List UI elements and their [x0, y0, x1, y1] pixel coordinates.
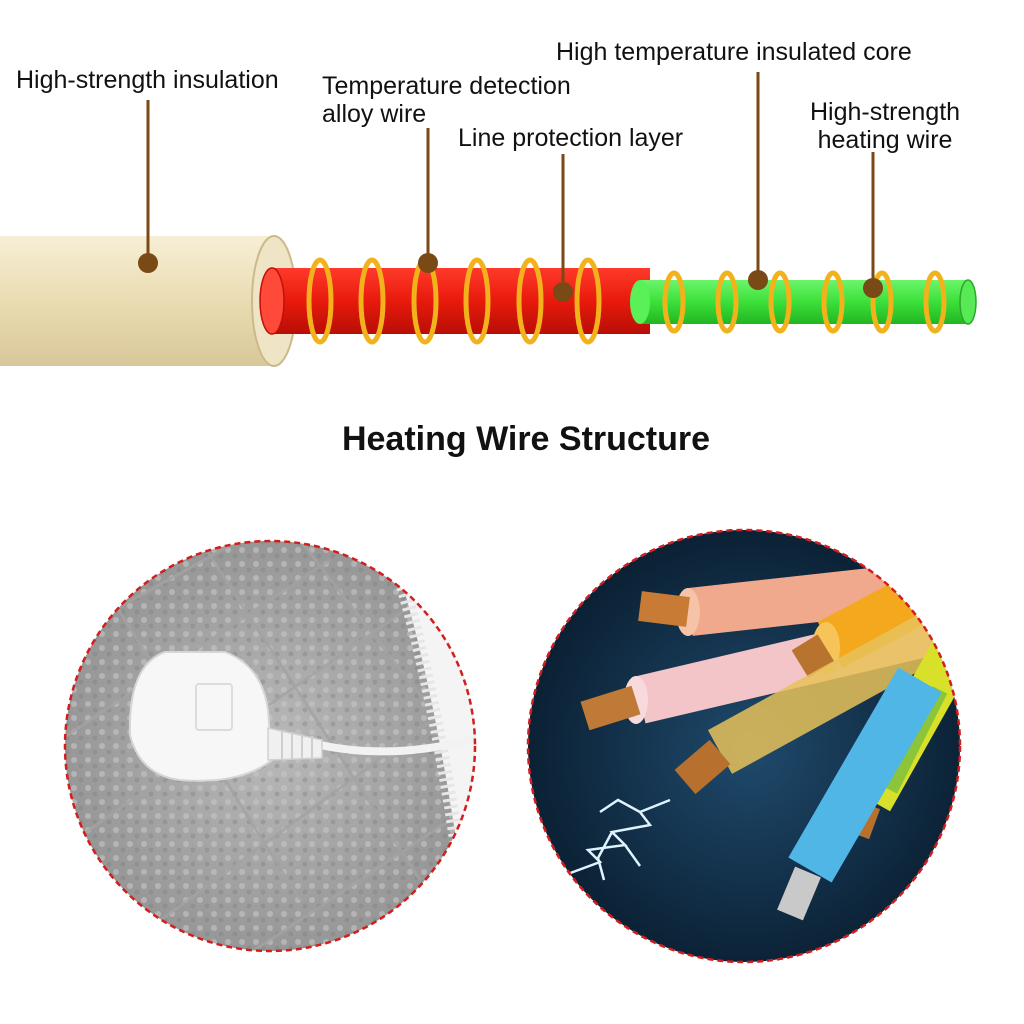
cable-blue — [777, 667, 942, 921]
label-temperature-detection-alloy-wire: Temperature detection alloy wire — [322, 72, 571, 128]
cables-photo — [526, 528, 962, 964]
label-high-strength-insulation: High-strength insulation — [16, 66, 279, 94]
lightning-spark — [564, 798, 671, 881]
leader-dots — [138, 253, 883, 302]
plug-icon — [128, 651, 323, 782]
cable-illustration — [0, 72, 977, 367]
label-line-protection-layer: Line protection layer — [458, 124, 684, 152]
diagram-title: Heating Wire Structure — [341, 420, 711, 458]
line-protection-layer-section — [259, 267, 650, 335]
label-high-strength-heating-wire: High-strength heating wire — [810, 98, 961, 154]
insulated-core-section — [630, 279, 977, 325]
cable-yellow-transparent — [674, 598, 960, 795]
label-high-temperature-insulated-core: High temperature insulated core — [556, 38, 912, 66]
leader-lines — [146, 72, 875, 292]
heating-wire-coil — [662, 270, 947, 334]
blanket-photo — [63, 539, 477, 953]
